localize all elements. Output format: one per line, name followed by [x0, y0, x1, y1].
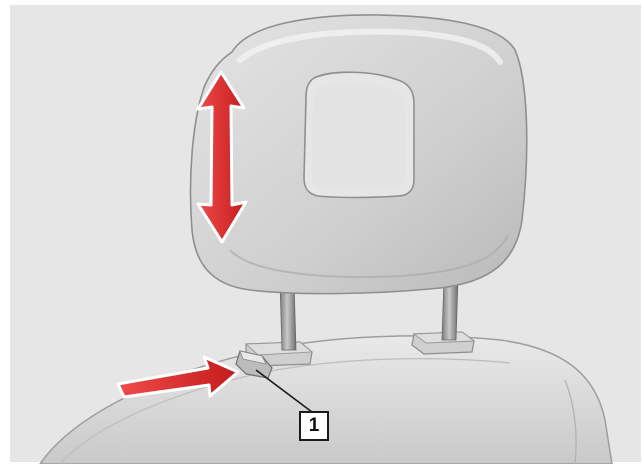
- callout-label-1: 1: [299, 411, 329, 441]
- headrest-cushion: [191, 15, 527, 294]
- seat-back: [40, 336, 612, 464]
